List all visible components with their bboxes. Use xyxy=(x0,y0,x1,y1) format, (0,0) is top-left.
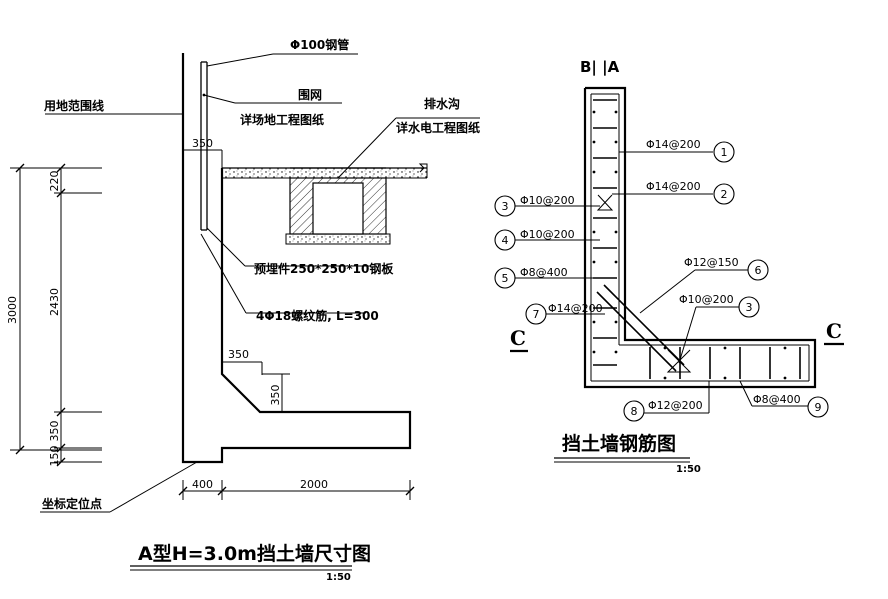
dim-total-height: 3000 xyxy=(6,296,19,324)
callout-num-4: 4 xyxy=(502,234,509,247)
vertical-dimension-chain: 3000 220 2430 350 150 xyxy=(6,163,102,467)
callout-num-2: 2 xyxy=(721,188,728,201)
dim-350-top-group: 350 xyxy=(183,137,223,168)
dim-350-vert: 350 xyxy=(269,385,282,406)
callout-spec-3: Φ10@200 xyxy=(520,194,575,207)
callout-spec-3b: Φ10@200 xyxy=(679,293,734,306)
rebar-callout-8: 8 Φ12@200 xyxy=(623,399,703,422)
section-c-left: C xyxy=(510,326,526,350)
dim-350-top: 350 xyxy=(192,137,213,150)
left-scale: 1:50 xyxy=(326,572,351,583)
callout-spec-2: Φ14@200 xyxy=(646,180,701,193)
rebar-callout-3: 3 Φ10@200 xyxy=(494,194,575,217)
right-title: 挡土墙钢筋图 xyxy=(562,432,676,455)
dim-350-step-group: 350 350 xyxy=(222,348,290,412)
label-steel-pipe: Φ100钢管 xyxy=(290,37,349,52)
callout-num-7: 7 xyxy=(533,308,540,321)
callout-spec-1: Φ14@200 xyxy=(646,138,701,151)
dim-350-step: 350 xyxy=(228,348,249,361)
dim-150: 150 xyxy=(48,446,61,467)
dim-2000: 2000 xyxy=(300,478,328,491)
label-drain: 排水沟 xyxy=(424,96,460,111)
haunch-bar xyxy=(596,284,685,372)
rebar-callout-1: 1 Φ14@200 xyxy=(646,138,735,163)
label-anchor-bars: 4Φ18螺纹筋, L=300 xyxy=(256,308,379,323)
wall-section-outline xyxy=(583,86,817,389)
fence-post xyxy=(200,61,208,231)
right-scale: 1:50 xyxy=(676,464,701,475)
rebar-callout-3b: 3 Φ10@200 xyxy=(679,293,760,318)
label-embedded-plate: 预埋件250*250*10钢板 xyxy=(254,261,394,276)
section-c-right: C xyxy=(826,319,842,343)
callout-spec-7: Φ14@200 xyxy=(548,302,603,315)
callout-num-8: 8 xyxy=(631,405,638,418)
dim-400: 400 xyxy=(192,478,213,491)
right-reinforcement-drawing: B| |A xyxy=(494,58,844,475)
left-dimension-drawing: 3000 220 2430 350 150 xyxy=(6,37,480,583)
base-ties xyxy=(649,347,801,379)
ground-surface xyxy=(222,163,428,179)
rebar-callout-7: 7 Φ14@200 xyxy=(525,302,603,325)
callout-num-9: 9 xyxy=(815,401,822,414)
rebar-callout-6: 6 Φ12@150 xyxy=(684,256,769,281)
label-fence-ref: 详场地工程图纸 xyxy=(240,112,324,127)
callout-num-6: 6 xyxy=(755,264,762,277)
dim-2430: 2430 xyxy=(48,288,61,316)
left-title: A型H=3.0m挡土墙尺寸图 xyxy=(138,542,371,565)
callout-num-5: 5 xyxy=(502,272,509,285)
callout-spec-4: Φ10@200 xyxy=(520,228,575,241)
callout-spec-5: Φ8@400 xyxy=(520,266,568,279)
section-c-markers: C C xyxy=(510,319,844,353)
rebar-callout-4: 4 Φ10@200 xyxy=(494,228,575,251)
rebar-callout-leaders xyxy=(515,151,808,414)
callout-spec-6: Φ12@150 xyxy=(684,256,739,269)
rebar-callout-2: 2 Φ14@200 xyxy=(646,180,735,205)
section-top-label: B| |A xyxy=(580,58,620,77)
left-leaders xyxy=(40,53,480,513)
label-origin-point: 坐标定位点 xyxy=(42,496,102,511)
label-fence: 围网 xyxy=(298,87,322,102)
bottom-horizontal-dims: 400 2000 xyxy=(178,478,415,500)
rebar-callout-5: 5 Φ8@400 xyxy=(494,266,568,289)
rebar-callout-9: 9 Φ8@400 xyxy=(753,393,829,418)
callout-spec-8: Φ12@200 xyxy=(648,399,703,412)
callout-num-1: 1 xyxy=(721,146,728,159)
dim-350-bottom: 350 xyxy=(48,421,61,442)
dim-220: 220 xyxy=(48,171,61,192)
stem-ties xyxy=(593,99,617,366)
label-site-boundary: 用地范围线 xyxy=(43,98,104,113)
label-drain-ref: 详水电工程图纸 xyxy=(396,120,480,135)
rebar-dots xyxy=(592,110,787,380)
callout-spec-9: Φ8@400 xyxy=(753,393,801,406)
callout-num-3b: 3 xyxy=(746,301,753,314)
drainage-ditch xyxy=(285,167,391,245)
callout-num-3: 3 xyxy=(502,200,509,213)
